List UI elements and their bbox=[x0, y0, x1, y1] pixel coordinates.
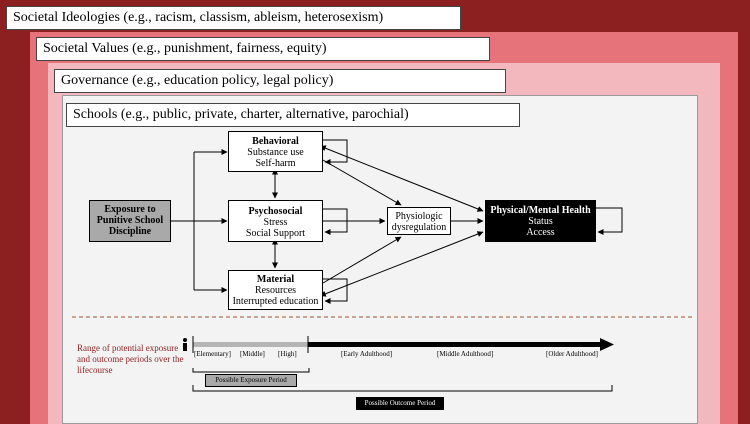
node-behavioral-line1: Substance use bbox=[247, 147, 304, 158]
node-psychosocial-title: Psychosocial bbox=[248, 206, 303, 217]
node-psychosocial-line1: Stress bbox=[263, 217, 288, 228]
bracket-outcome bbox=[192, 385, 613, 392]
node-behavioral-line2: Self-harm bbox=[255, 158, 296, 169]
arrow-behavioral-physio bbox=[322, 159, 402, 206]
node-psychosocial-line2: Social Support bbox=[245, 228, 306, 239]
node-exposure-line3: Discipline bbox=[108, 226, 152, 237]
timeline-high: [High] bbox=[278, 350, 297, 358]
node-health-line2: Access bbox=[526, 227, 555, 238]
node-exposure-line1: Exposure to bbox=[104, 204, 156, 215]
timeline-elementary: [Elementary] bbox=[194, 350, 231, 358]
timeline-school-bar bbox=[193, 342, 308, 347]
node-material-line2: Interrupted education bbox=[232, 296, 319, 307]
label-societal-ideologies: Societal Ideologies (e.g., racism, class… bbox=[6, 6, 461, 30]
timeline-middle-adulthood: [Middle Adulthood] bbox=[437, 350, 494, 358]
node-psychosocial: Psychosocial Stress Social Support bbox=[228, 200, 323, 242]
person-icon bbox=[183, 338, 187, 351]
timeline-early-adulthood: [Early Adulthood] bbox=[341, 350, 393, 358]
timeline-arrowhead bbox=[600, 338, 614, 351]
arrow-behavioral-health bbox=[319, 145, 484, 212]
loop-behavioral bbox=[323, 139, 348, 165]
loop-health bbox=[596, 207, 623, 235]
node-material-title: Material bbox=[256, 274, 295, 285]
possible-outcome-period: Possible Outcome Period bbox=[356, 397, 444, 410]
node-behavioral: Behavioral Substance use Self-harm bbox=[228, 131, 323, 172]
node-physio-line1: Physiologic bbox=[395, 211, 443, 222]
node-health-title: Physical/Mental Health bbox=[490, 205, 591, 216]
node-health: Physical/Mental Health Status Access bbox=[485, 200, 596, 242]
timeline-middle: [Middle] bbox=[240, 350, 265, 358]
label-schools: Schools (e.g., public, private, charter,… bbox=[66, 103, 520, 127]
node-exposure-line2: Punitive School bbox=[96, 215, 164, 226]
label-societal-values: Societal Values (e.g., punishment, fairn… bbox=[36, 37, 490, 61]
arrow-material-health bbox=[319, 231, 484, 297]
timeline bbox=[183, 336, 614, 392]
range-label: Range of potential exposure and outcome … bbox=[77, 343, 184, 375]
timeline-older-adulthood: [Older Adulthood] bbox=[546, 350, 598, 358]
node-material-line1: Resources bbox=[254, 285, 297, 296]
arrow-material-physio bbox=[322, 236, 402, 284]
node-physio-line2: dysregulation bbox=[391, 222, 447, 233]
possible-exposure-period: Possible Exposure Period bbox=[205, 374, 297, 387]
node-exposure: Exposure to Punitive School Discipline bbox=[89, 200, 171, 242]
bracket-exposure bbox=[192, 368, 310, 373]
node-behavioral-title: Behavioral bbox=[252, 136, 299, 147]
node-material: Material Resources Interrupted education bbox=[228, 270, 323, 310]
label-governance: Governance (e.g., education policy, lega… bbox=[54, 69, 506, 93]
node-health-line1: Status bbox=[528, 216, 553, 227]
node-physiologic: Physiologic dysregulation bbox=[387, 207, 451, 235]
